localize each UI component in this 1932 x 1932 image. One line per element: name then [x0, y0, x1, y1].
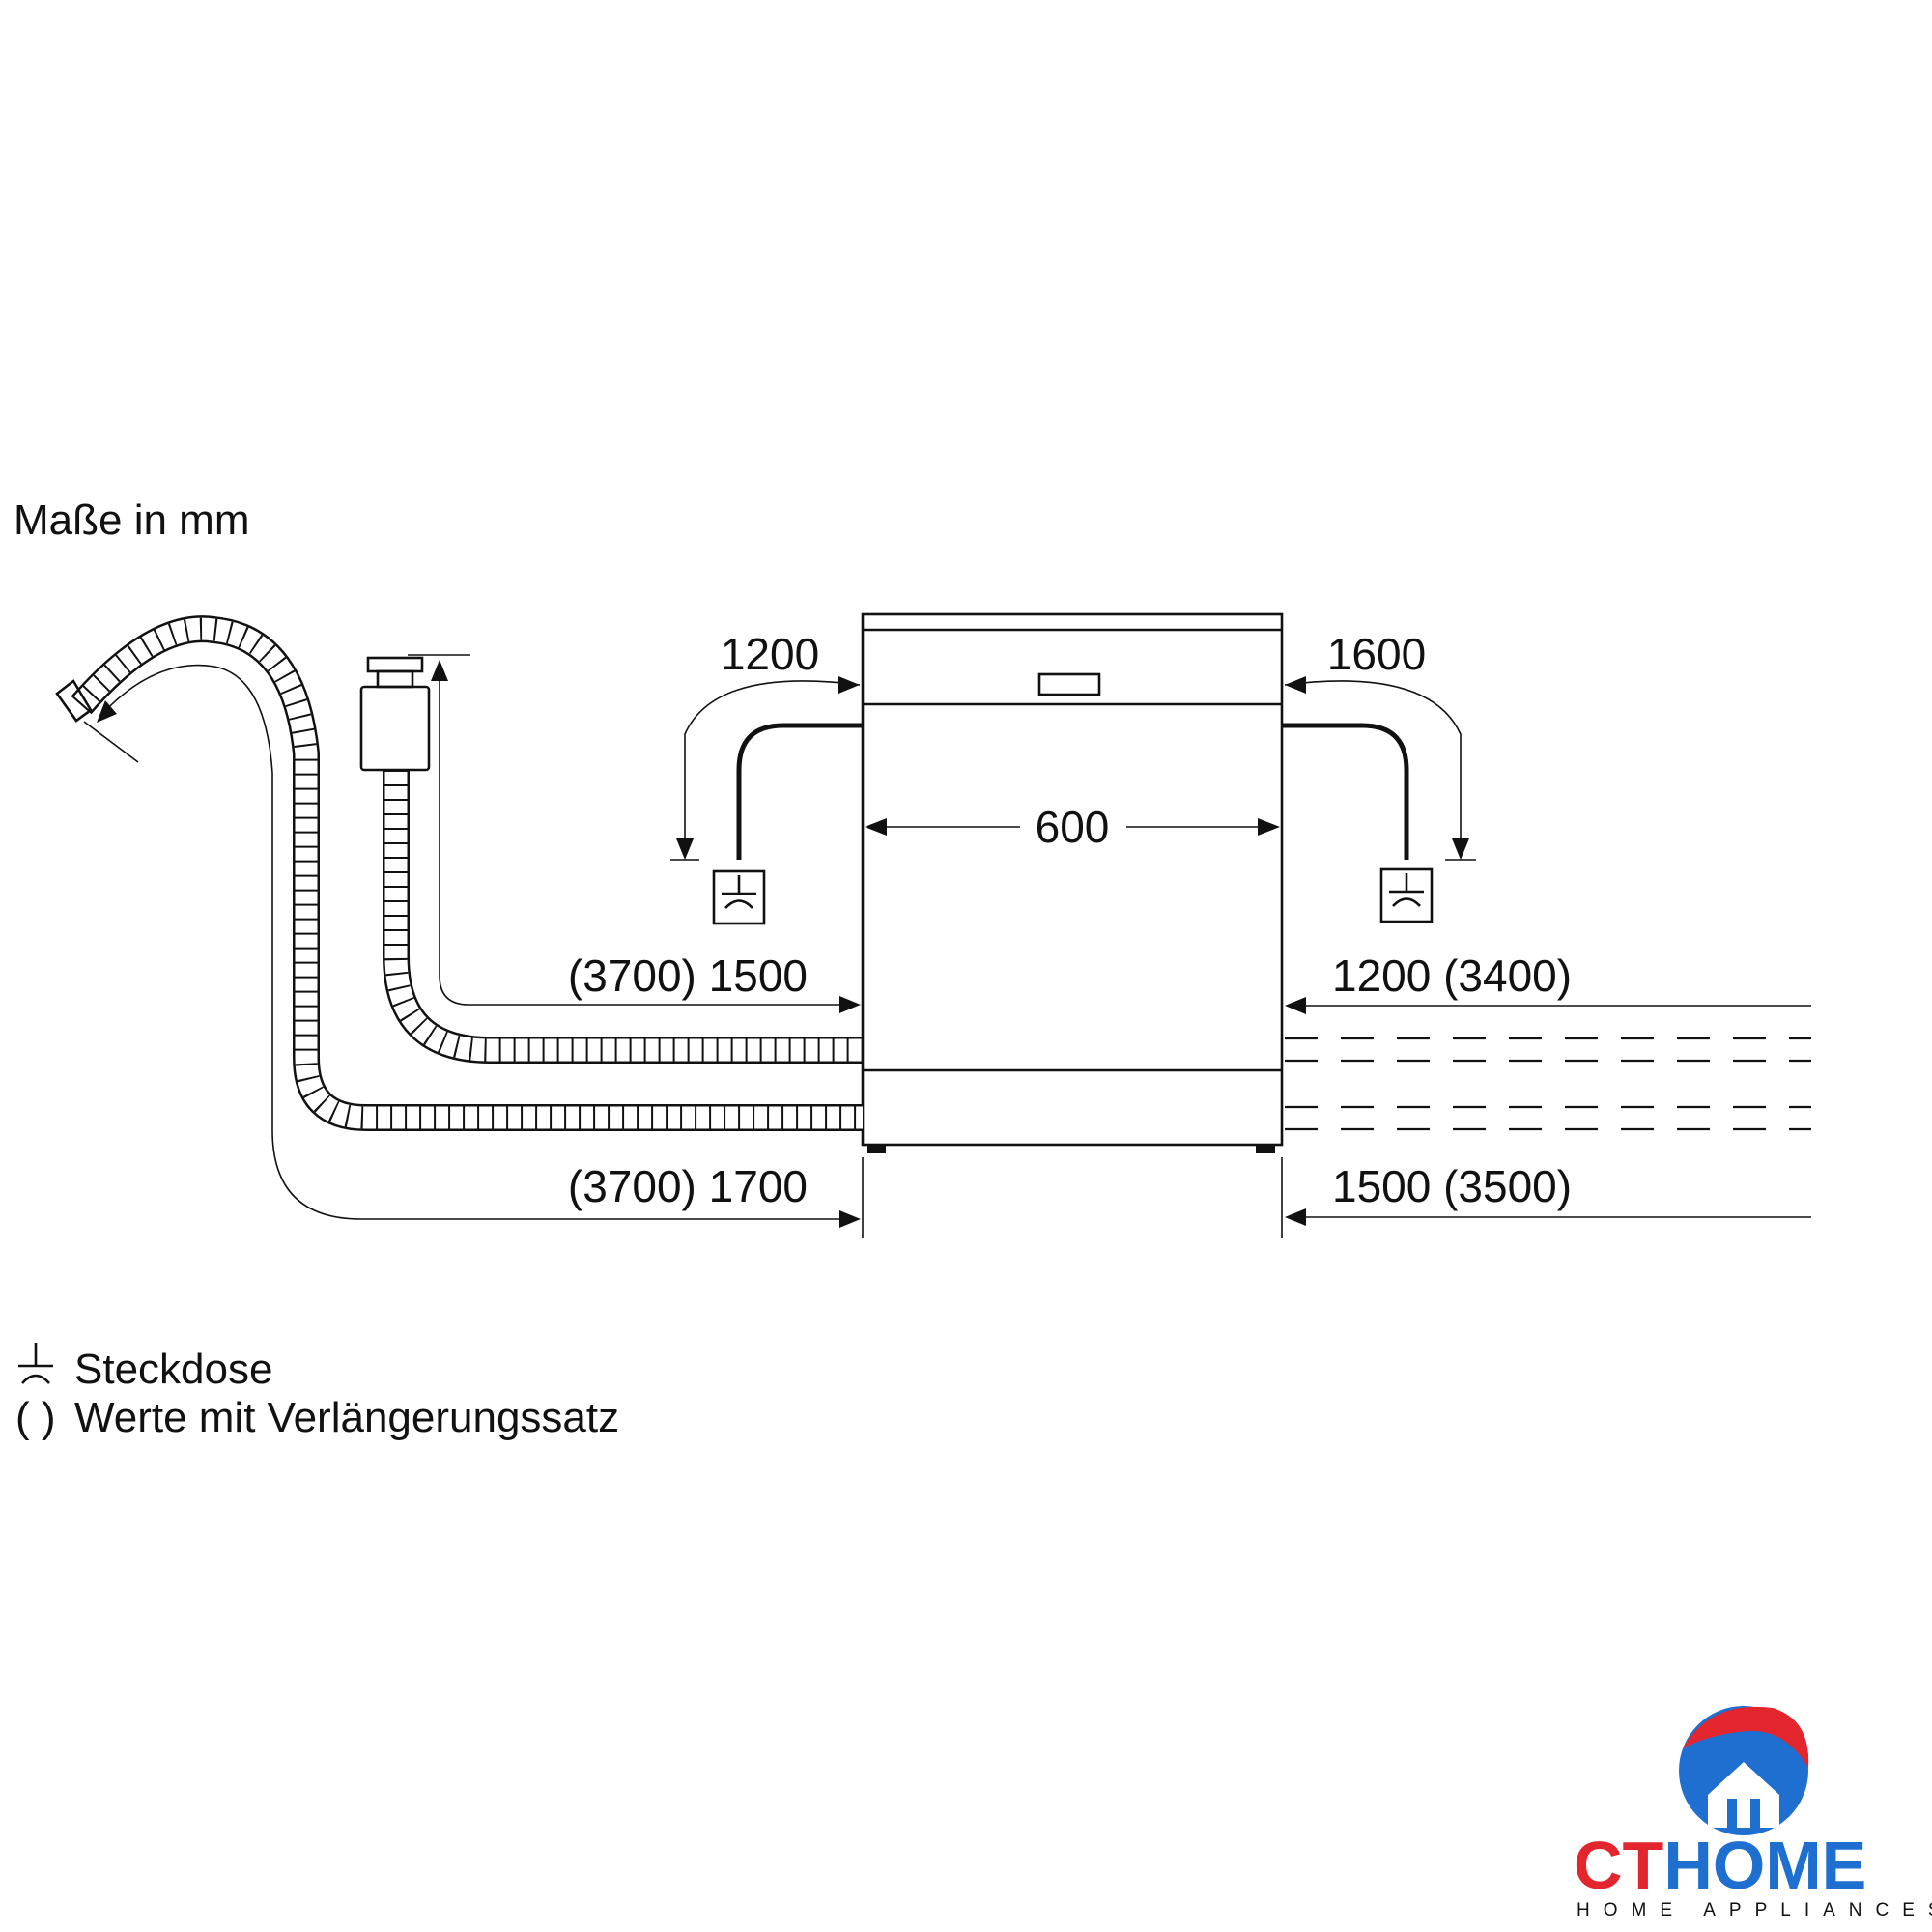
- inlet-hose: (3700) 1500: [359, 654, 863, 1064]
- logo-brand-home: HOME: [1663, 1828, 1866, 1903]
- right-hose-routing: 1200 (3400) 1500 (3500): [1285, 951, 1811, 1226]
- socket-icon: [1379, 867, 1434, 923]
- logo-brand-ct: CT: [1574, 1828, 1663, 1903]
- inlet-right-label: 1200 (3400): [1332, 951, 1572, 1001]
- drain-hose-end: [55, 679, 93, 723]
- legend: Steckdose ( ) Werte mit Verlängerungssat…: [15, 1343, 619, 1441]
- cable-right-label: 1600: [1327, 629, 1426, 679]
- legend-socket-label: Steckdose: [74, 1346, 272, 1393]
- inlet-valve: [359, 656, 431, 772]
- cthome-logo: CTHOME HOME APPLIANCES: [1574, 1706, 1932, 1920]
- drain-hose: (3700) 1700: [55, 615, 863, 1228]
- svg-text:CTHOME: CTHOME: [1574, 1828, 1866, 1903]
- cable-left-label: 1200: [721, 629, 819, 679]
- inlet-left-label: (3700) 1500: [568, 951, 808, 1001]
- page-title: Maße in mm: [14, 497, 249, 544]
- width-dimension: 600: [865, 802, 1280, 852]
- control-panel-display: [1037, 672, 1101, 696]
- socket-symbol-icon: [18, 1343, 53, 1384]
- dishwasher-front: [861, 612, 1284, 1153]
- power-cable-left: 1200: [670, 629, 863, 925]
- drain-right-label: 1500 (3500): [1332, 1161, 1572, 1211]
- foot-left: [867, 1145, 886, 1153]
- legend-extension-label: Werte mit Verlängerungssatz: [74, 1394, 619, 1441]
- width-label: 600: [1036, 802, 1110, 852]
- drain-left-label: (3700) 1700: [568, 1161, 808, 1211]
- foot-right: [1256, 1145, 1275, 1153]
- power-cable-right: 1600: [1282, 629, 1476, 923]
- socket-icon: [712, 869, 766, 925]
- legend-extension-symbol: ( ): [15, 1394, 56, 1441]
- logo-tagline: HOME APPLIANCES: [1577, 1900, 1932, 1920]
